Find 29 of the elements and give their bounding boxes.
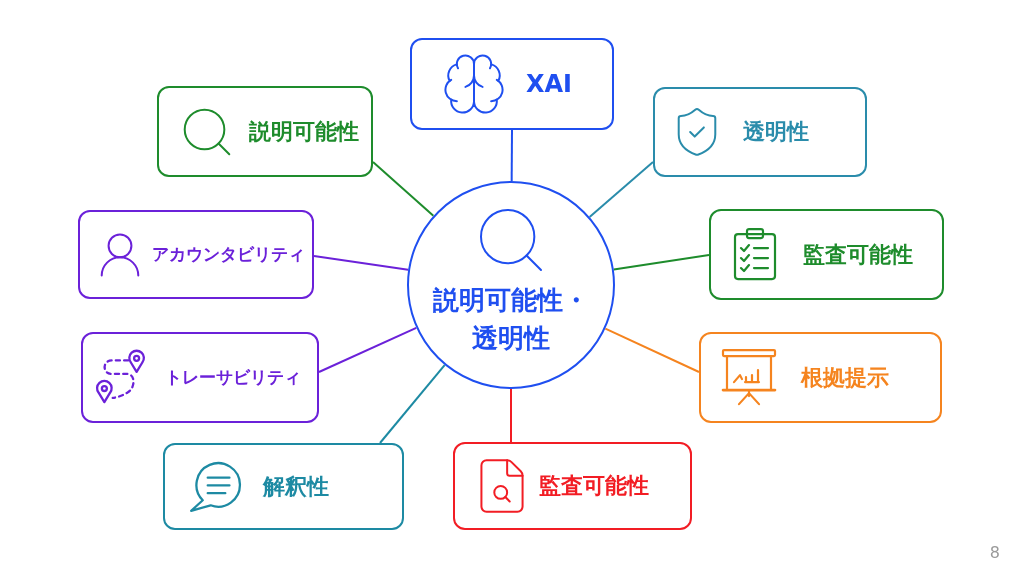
concept-box bbox=[78, 210, 314, 299]
connector-line bbox=[379, 364, 446, 444]
concept-label: 根拠提示 bbox=[801, 363, 889, 392]
concept-box bbox=[81, 332, 319, 423]
concept-label: 解釈性 bbox=[263, 472, 329, 501]
concept-box bbox=[709, 209, 944, 300]
concept-box bbox=[410, 38, 614, 130]
connector-line bbox=[510, 388, 512, 443]
concept-box bbox=[157, 86, 373, 177]
concept-label: トレーサビリティ bbox=[165, 366, 301, 389]
connector-line bbox=[612, 254, 710, 271]
concept-box bbox=[453, 442, 692, 530]
concept-label: 説明可能性 bbox=[249, 117, 359, 146]
connector-line bbox=[588, 161, 654, 218]
connector-line bbox=[604, 327, 700, 373]
concept-label: 透明性 bbox=[743, 118, 809, 146]
concept-box bbox=[653, 87, 867, 177]
concept-label: 監査可能性 bbox=[803, 240, 913, 269]
concept-box bbox=[163, 443, 404, 530]
connector-line bbox=[318, 326, 418, 373]
connector-line bbox=[372, 161, 435, 217]
page-number: 8 bbox=[989, 543, 1000, 562]
concept-label: アカウンタビリティ bbox=[152, 243, 305, 266]
connector-line bbox=[510, 129, 513, 182]
hub-label: 説明可能性・透明性 bbox=[432, 284, 590, 355]
concept-label: XAI bbox=[526, 69, 572, 99]
concept-label: 監査可能性 bbox=[539, 472, 649, 500]
connector-line bbox=[313, 255, 410, 271]
concept-box bbox=[699, 332, 942, 423]
